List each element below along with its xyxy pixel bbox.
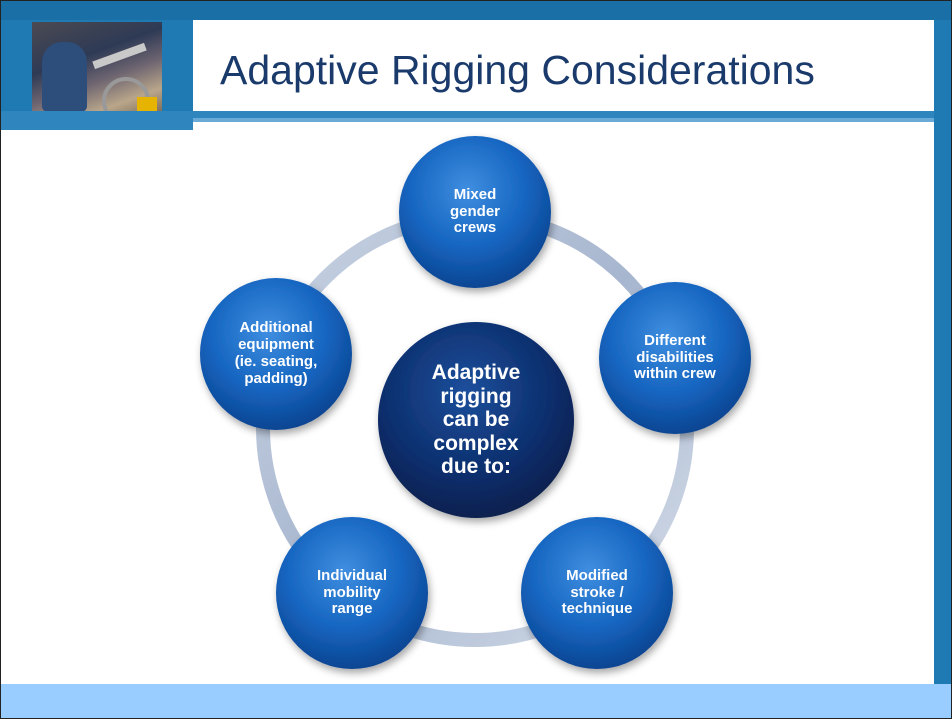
center-node-label: Adaptive rigging can be complex due to:	[431, 361, 521, 479]
node-additional-equipment	[200, 278, 352, 430]
top-accent-bar	[0, 0, 952, 20]
title-underline-light	[193, 118, 934, 122]
footer-bar	[0, 684, 952, 719]
title-underline	[0, 111, 934, 118]
right-accent-bar	[934, 20, 952, 684]
node-individual-mobility-label: Individual mobility range	[316, 566, 387, 618]
node-modified-stroke-label: Modified stroke / technique	[561, 566, 633, 618]
node-additional-equipment-label: Additional equipment (ie. seating, paddi…	[234, 319, 318, 387]
header-panel-bottom	[0, 118, 193, 130]
node-mixed-gender-label: Mixed gender crews	[449, 185, 500, 237]
node-modified-stroke	[521, 517, 673, 669]
node-different-disabilities-label: Different disabilities within crew	[634, 331, 716, 383]
node-different-disabilities	[599, 282, 751, 434]
header-photo-panel	[0, 20, 193, 126]
center-node	[378, 322, 574, 518]
node-individual-mobility	[276, 517, 428, 669]
node-mixed-gender	[399, 136, 551, 288]
slide-title: Adaptive Rigging Considerations	[220, 47, 815, 93]
title-panel	[193, 20, 934, 111]
